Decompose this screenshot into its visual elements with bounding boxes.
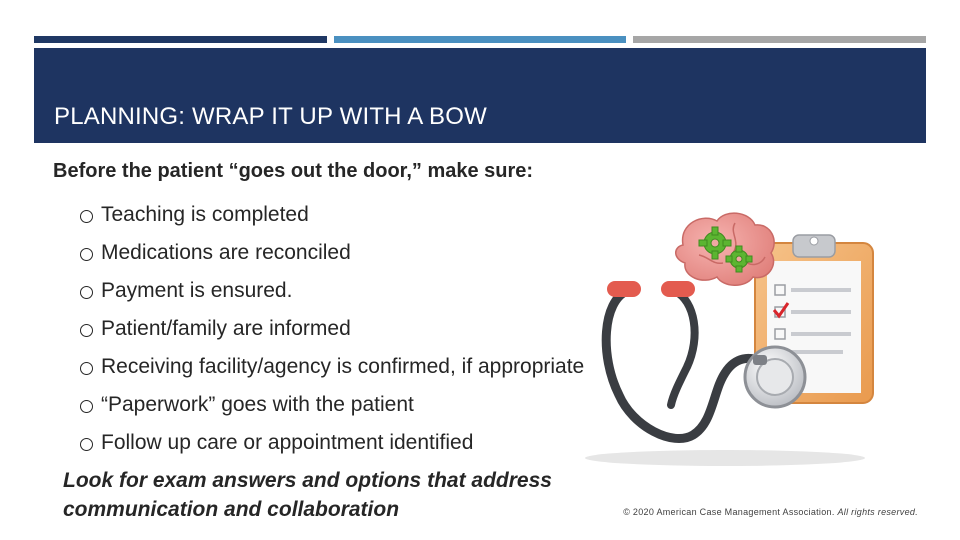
list-item-text: Teaching is completed bbox=[101, 203, 309, 226]
list-item-text: “Paperwork” goes with the patient bbox=[101, 393, 414, 416]
accent-bar-gray bbox=[633, 36, 926, 43]
checklist: Teaching is completed Medications are re… bbox=[80, 196, 584, 462]
brain-icon bbox=[675, 212, 775, 286]
hollow-circle-bullet-icon bbox=[80, 361, 93, 375]
list-item-text: Patient/family are informed bbox=[101, 317, 351, 340]
list-item: Follow up care or appointment identified bbox=[80, 424, 584, 462]
copyright-footer: © 2020 American Case Management Associat… bbox=[623, 507, 918, 517]
gear-icon bbox=[725, 245, 753, 273]
intro-text: Before the patient “goes out the door,” … bbox=[53, 160, 534, 182]
list-item: Medications are reconciled bbox=[80, 234, 584, 272]
copyright-text: © 2020 American Case Management Associat… bbox=[623, 507, 835, 517]
hollow-circle-bullet-icon bbox=[80, 209, 93, 223]
list-item-text: Receiving facility/agency is confirmed, … bbox=[101, 355, 585, 378]
hollow-circle-bullet-icon bbox=[80, 285, 93, 299]
list-item: Receiving facility/agency is confirmed, … bbox=[80, 348, 584, 386]
rights-reserved-text: All rights reserved. bbox=[837, 507, 918, 517]
stethoscope-clipboard-brain-gears-icon bbox=[585, 212, 874, 466]
hollow-circle-bullet-icon bbox=[80, 399, 93, 413]
list-item: “Paperwork” goes with the patient bbox=[80, 386, 584, 424]
gear-icon bbox=[698, 226, 732, 260]
accent-bar-dark-blue bbox=[34, 36, 327, 43]
list-item-text: Medications are reconciled bbox=[101, 241, 351, 264]
hollow-circle-bullet-icon bbox=[80, 247, 93, 261]
list-item: Teaching is completed bbox=[80, 196, 584, 234]
accent-bar-light-blue bbox=[334, 36, 626, 43]
hollow-circle-bullet-icon bbox=[80, 437, 93, 451]
hollow-circle-bullet-icon bbox=[80, 323, 93, 337]
list-item: Patient/family are informed bbox=[80, 310, 584, 348]
list-item: Payment is ensured. bbox=[80, 272, 584, 310]
slide-title: PLANNING: WRAP IT UP WITH A BOW bbox=[54, 103, 487, 130]
list-item-text: Payment is ensured. bbox=[101, 279, 293, 302]
exam-tip-note: Look for exam answers and options that a… bbox=[63, 469, 552, 521]
list-item-text: Follow up care or appointment identified bbox=[101, 431, 474, 454]
title-band: PLANNING: WRAP IT UP WITH A BOW bbox=[34, 48, 926, 143]
stethoscope-icon bbox=[601, 281, 807, 443]
